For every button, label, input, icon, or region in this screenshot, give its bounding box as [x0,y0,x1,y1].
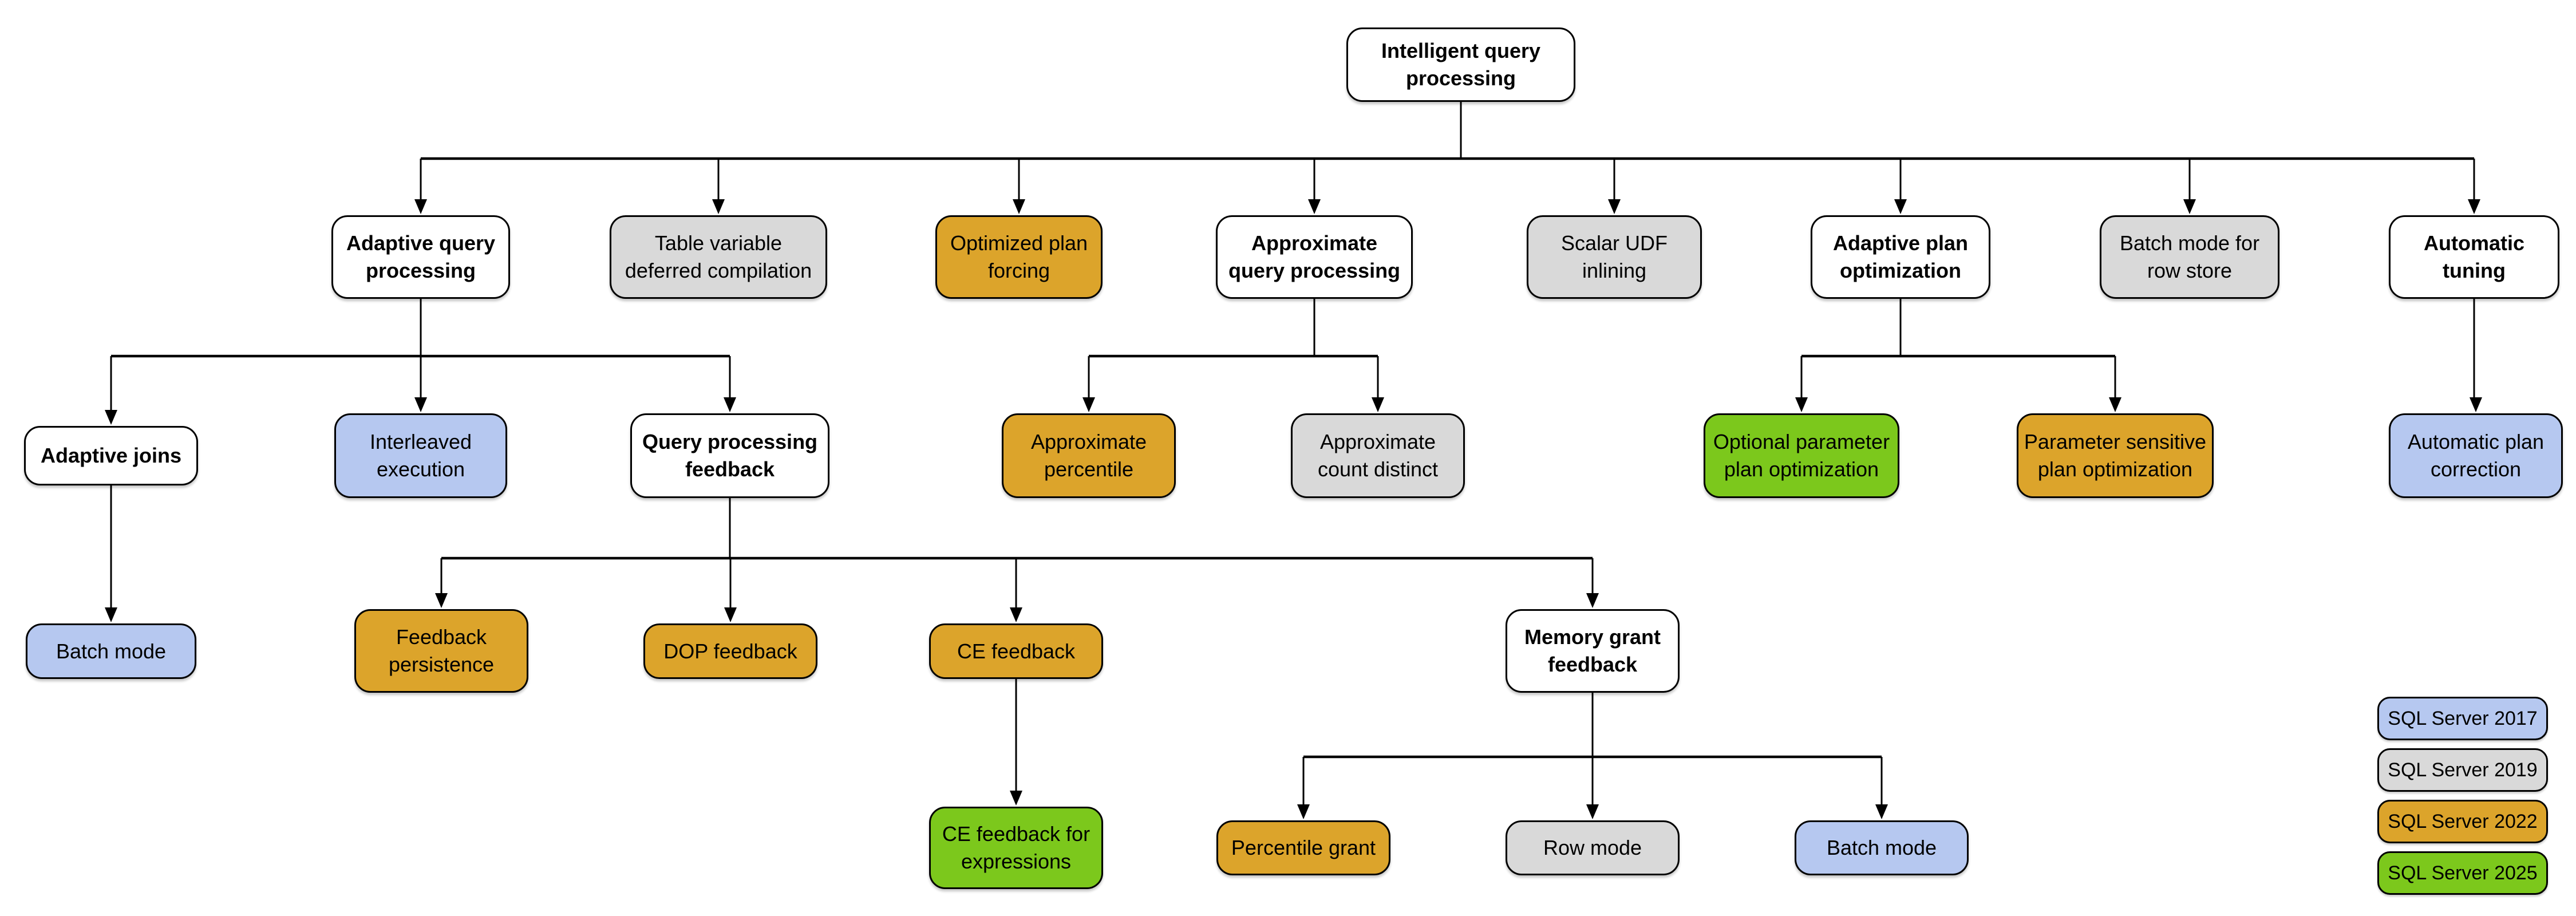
node-batch-mode-for-row-store: Batch mode for row store [2100,215,2279,299]
node-automatic-plan-correction: Automatic plan correction [2389,413,2563,498]
node-adaptive-plan-optimization: Adaptive plan optimization [1811,215,1990,299]
node-query-processing-feedback: Query processing feedback [630,413,829,498]
legend-item-label: SQL Server 2017 [2388,707,2538,729]
node-label: Adaptive plan optimization [1832,231,1969,282]
node-memory-grant-feedback: Memory grant feedback [1506,609,1680,693]
node-batch-mode-adaptive-joins: Batch mode [26,623,196,679]
node-label: Parameter sensitive plan optimization [2024,430,2207,481]
node-label: Table variable deferred compilation [625,231,812,282]
node-label: CE feedback [957,639,1076,663]
node-label: Percentile grant [1231,836,1376,860]
node-label: Approximate query processing [1228,231,1401,282]
legend-item-sql2022: SQL Server 2022 [2377,800,2548,843]
node-label: Adaptive joins [40,444,182,468]
node-label: CE feedback for expressions [942,822,1091,873]
node-label: Approximate count distinct [1317,430,1439,481]
node-ce-feedback-for-expressions: CE feedback for expressions [929,807,1103,889]
legend-item-sql2017: SQL Server 2017 [2377,697,2548,740]
node-scalar-udf-inlining: Scalar UDF inlining [1527,215,1702,299]
node-approximate-percentile: Approximate percentile [1002,413,1176,498]
node-label: Optimized plan forcing [950,231,1088,282]
node-label: Batch mode [56,639,167,663]
legend-item-sql2025: SQL Server 2025 [2377,851,2548,895]
legend-item-sql2019: SQL Server 2019 [2377,748,2548,792]
node-automatic-tuning: Automatic tuning [2389,215,2559,299]
node-label: DOP feedback [663,639,797,663]
node-label: Query processing feedback [642,430,818,481]
node-approximate-count-distinct: Approximate count distinct [1291,413,1465,498]
node-percentile-grant: Percentile grant [1216,820,1390,875]
node-label: Scalar UDF inlining [1560,231,1668,282]
node-interleaved-execution: Interleaved execution [334,413,507,498]
node-optional-parameter-plan-optimization: Optional parameter plan optimization [1704,413,1899,498]
node-label: Intelligent query processing [1381,39,1541,90]
node-adaptive-joins: Adaptive joins [24,426,198,485]
node-label: Automatic plan correction [2407,430,2545,481]
legend-item-label: SQL Server 2025 [2388,862,2538,884]
node-label: Memory grant feedback [1524,625,1661,676]
node-approximate-query-processing: Approximate query processing [1216,215,1413,299]
node-label: Automatic tuning [2423,231,2524,282]
node-label: Row mode [1543,836,1642,860]
node-row-mode: Row mode [1506,820,1680,875]
node-label: Approximate percentile [1030,430,1147,481]
node-label: Batch mode [1826,836,1937,860]
node-parameter-sensitive-plan-optimization: Parameter sensitive plan optimization [2017,413,2214,498]
node-table-variable-deferred-compilation: Table variable deferred compilation [610,215,827,299]
node-optimized-plan-forcing: Optimized plan forcing [935,215,1103,299]
node-dop-feedback: DOP feedback [643,623,817,679]
node-label: Adaptive query processing [346,231,496,282]
legend-item-label: SQL Server 2019 [2388,759,2538,781]
legend-item-label: SQL Server 2022 [2388,810,2538,832]
node-label: Interleaved execution [369,430,472,481]
node-label: Batch mode for row store [2119,231,2260,282]
node-batch-mode-memory-grant: Batch mode [1795,820,1969,875]
node-label: Optional parameter plan optimization [1713,430,1890,481]
node-intelligent-query-processing: Intelligent query processing [1346,27,1575,102]
node-feedback-persistence: Feedback persistence [354,609,528,693]
node-ce-feedback: CE feedback [929,623,1103,679]
node-adaptive-query-processing: Adaptive query processing [331,215,510,299]
node-label: Feedback persistence [388,625,495,676]
